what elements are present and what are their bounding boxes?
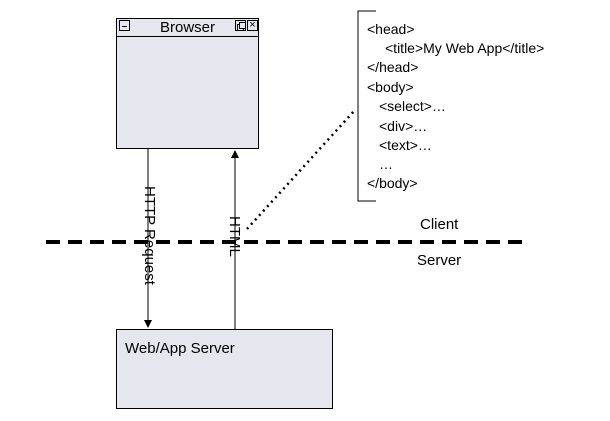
code-body-close: </body> bbox=[367, 175, 418, 191]
code-head-close: </head> bbox=[367, 59, 419, 75]
code-select: <select>… bbox=[379, 98, 446, 114]
browser-titlebar: Browser × bbox=[117, 19, 258, 37]
server-label: Web/App Server bbox=[125, 340, 235, 357]
code-panel-bracket bbox=[357, 10, 376, 202]
code-head-open: <head> bbox=[367, 21, 415, 37]
code-title: <title>My Web App</title> bbox=[385, 40, 545, 56]
html-response-label: HTML bbox=[226, 216, 243, 257]
browser-title: Browser bbox=[159, 19, 215, 36]
code-ellipsis: … bbox=[379, 156, 393, 172]
client-region-label: Client bbox=[420, 216, 459, 233]
html-code-panel: <head> <title>My Web App</title> </head>… bbox=[357, 11, 572, 201]
code-callout-line bbox=[246, 109, 356, 230]
browser-window: Browser × bbox=[116, 18, 259, 149]
code-body-open: <body> bbox=[367, 79, 414, 95]
http-request-label: HTTP Request bbox=[141, 186, 158, 285]
minimize-icon bbox=[119, 20, 130, 31]
close-icon: × bbox=[247, 20, 258, 31]
restore-icon bbox=[235, 20, 246, 31]
code-text: <text>… bbox=[379, 137, 432, 153]
server-region-label: Server bbox=[417, 252, 462, 269]
web-app-server: Web/App Server bbox=[116, 329, 333, 409]
code-div: <div>… bbox=[379, 118, 428, 134]
